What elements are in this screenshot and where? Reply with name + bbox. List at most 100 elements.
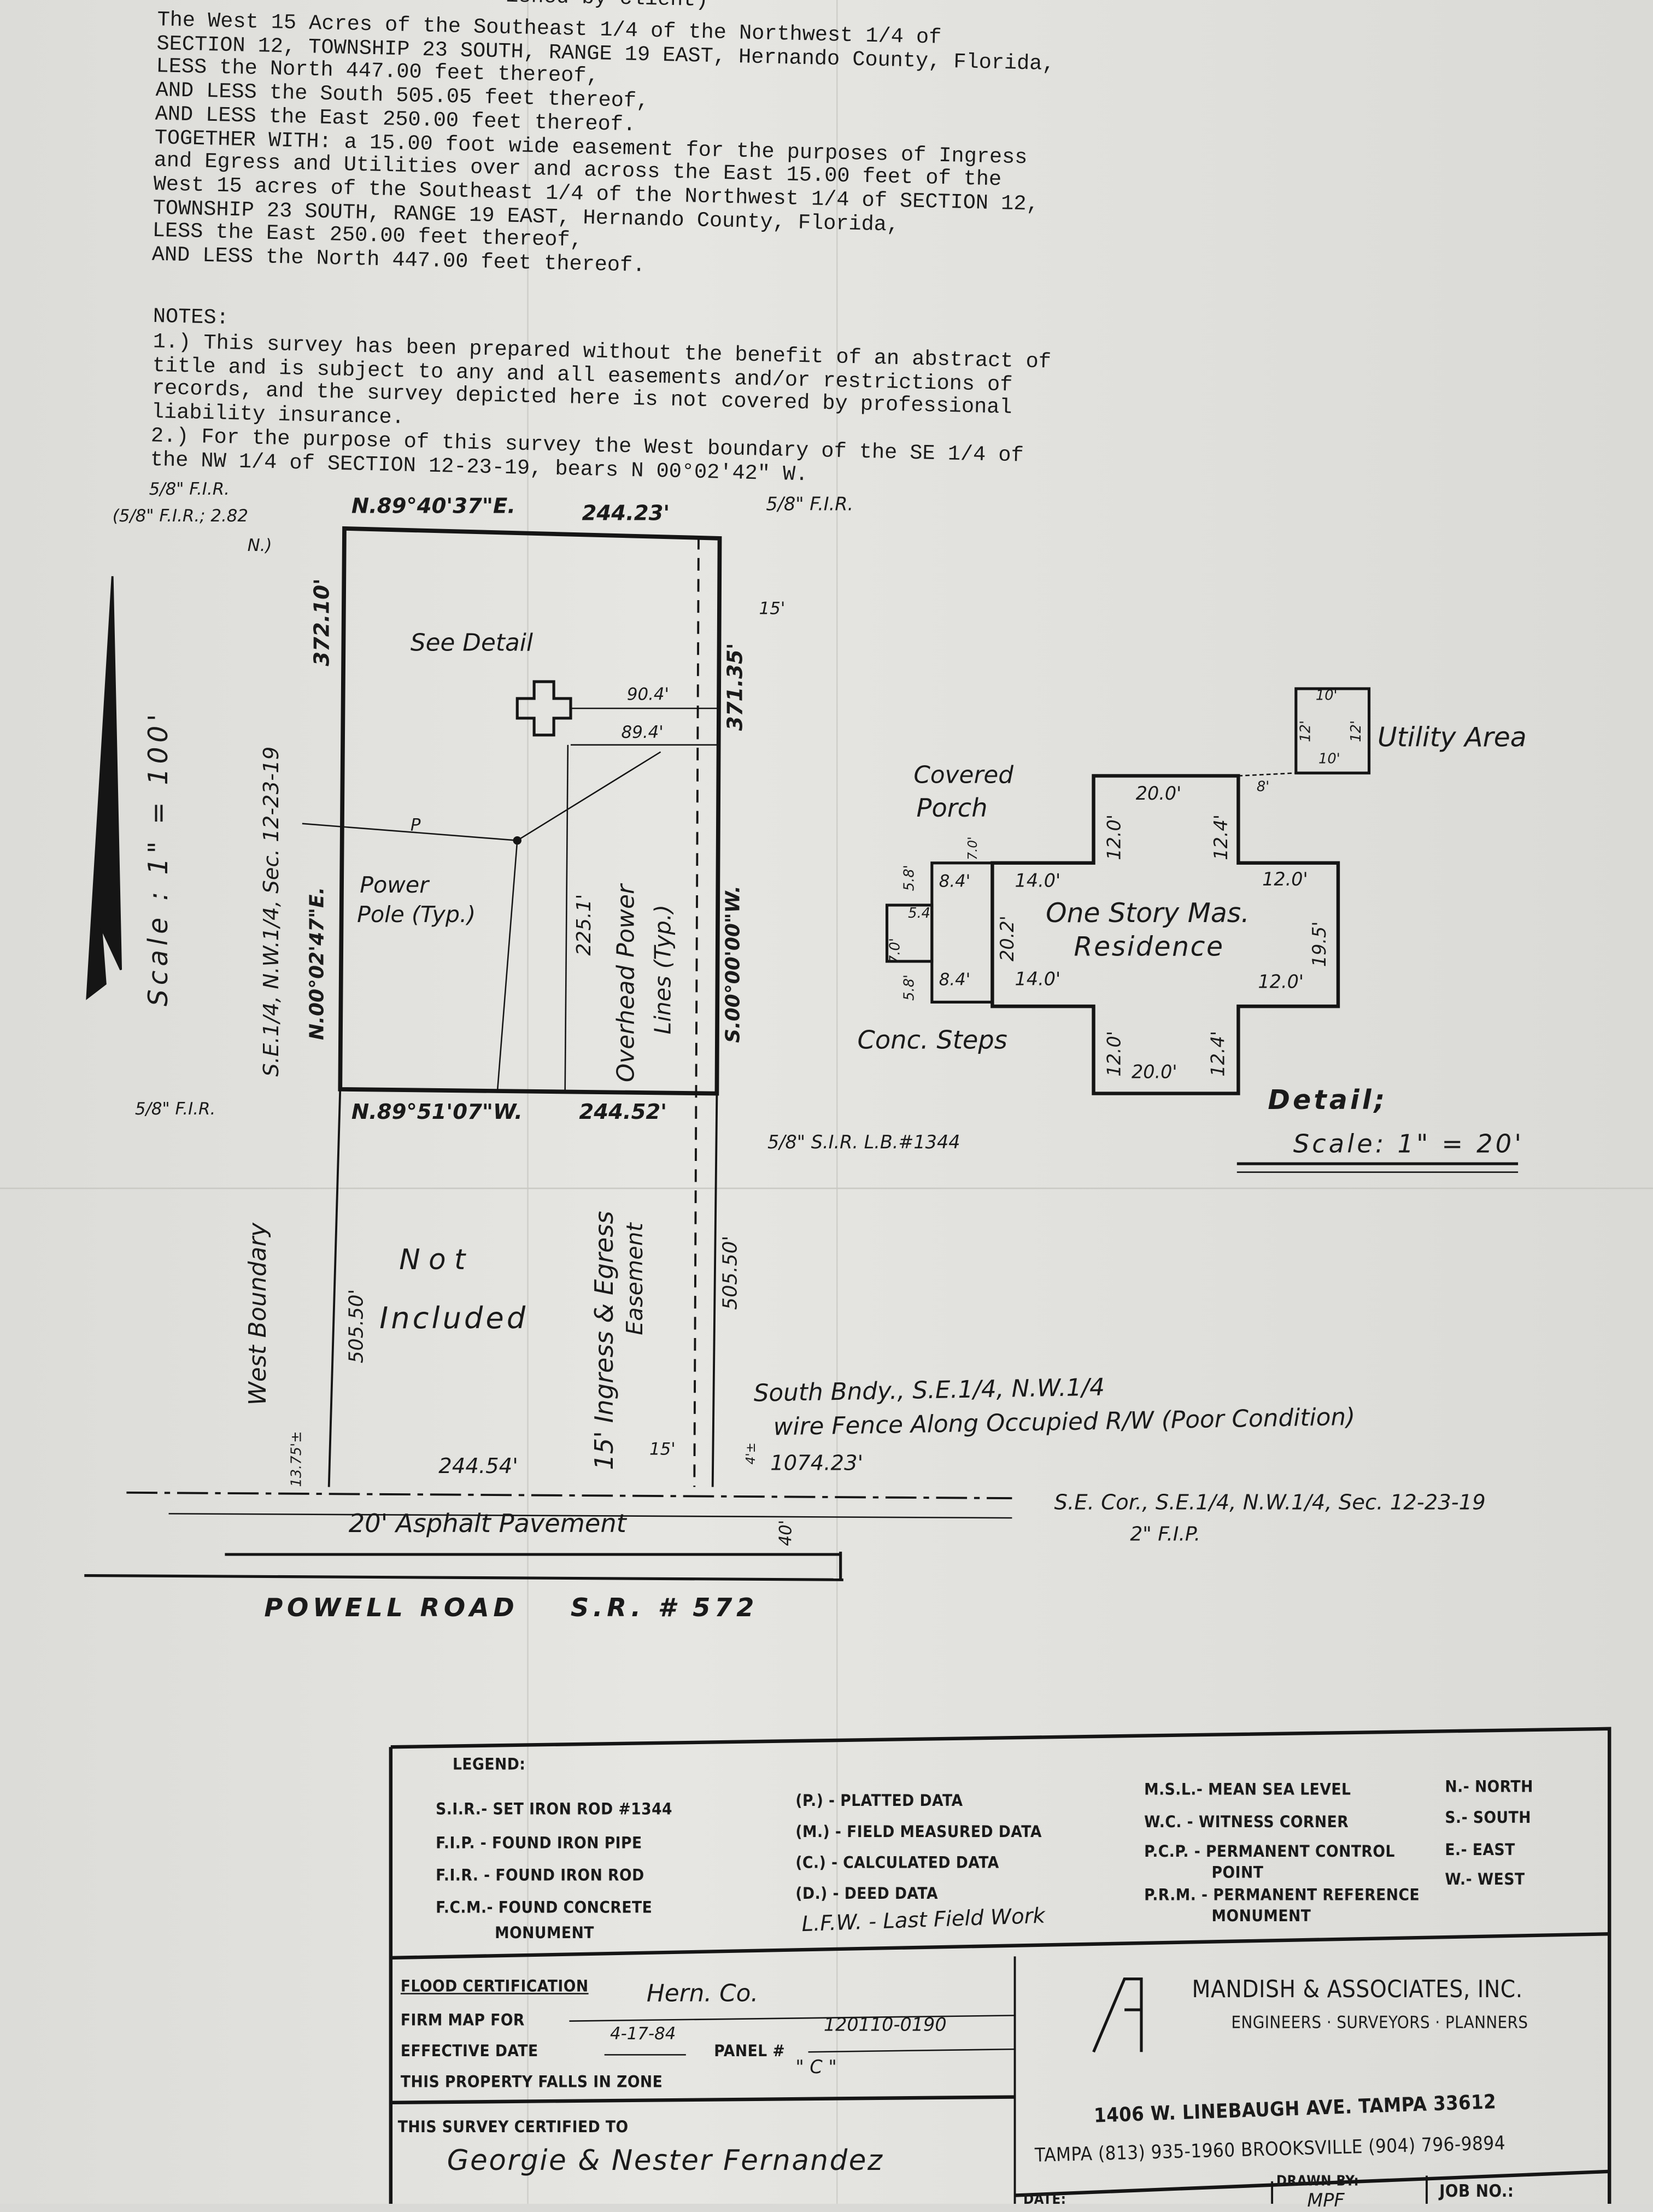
legend-item: (P.) - PLATTED DATA	[795, 1790, 963, 1810]
nw-fir-offset-2: N.)	[247, 535, 272, 555]
flood-title: FLOOD CERTIFICATION	[400, 1976, 589, 1996]
power-pole-label: Power	[360, 871, 429, 899]
nw-fir-offset: (5/8" F.I.R.; 2.82	[112, 506, 249, 526]
east-distance: 371.35'	[722, 643, 748, 731]
east-bearing: S.00°00'00"W.	[722, 885, 745, 1043]
road-centerline	[126, 1491, 1012, 1500]
se-corner-label-2: 2" F.I.P.	[1130, 1523, 1201, 1546]
firm-label: FIRM MAP FOR	[400, 2010, 525, 2030]
dim-505-50-east: 505.50'	[719, 1235, 742, 1310]
dim-bottom-left: 12.0'	[1105, 1031, 1126, 1077]
dim-top: 20.0'	[1135, 784, 1182, 806]
legend-item: M.S.L.- MEAN SEA LEVEL	[1144, 1779, 1351, 1799]
residence-label: One Story Mas.	[1046, 898, 1250, 929]
row-40-label: 40'	[776, 1519, 796, 1546]
see-detail-label: See Detail	[410, 629, 534, 658]
west-bearing: N.00°02'47"E.	[306, 887, 329, 1040]
legend-item: (C.) - CALCULATED DATA	[795, 1852, 999, 1873]
dim-util-right: 12'	[1349, 720, 1365, 742]
dim-1074-23: 1074.23'	[770, 1450, 864, 1476]
certified-label: THIS SURVEY CERTIFIED TO	[397, 2116, 629, 2137]
residence-label-2: Residence	[1074, 931, 1224, 963]
dim-225-1: 225.1'	[573, 894, 596, 956]
panel-label: PANEL #	[714, 2040, 786, 2061]
drawn-by-value: MPF	[1307, 2191, 1345, 2212]
west-distance: 372.10'	[309, 578, 335, 666]
dim-89-4: 89.4'	[621, 722, 664, 742]
legend-item: MONUMENT	[495, 1922, 594, 1943]
zone-label: THIS PROPERTY FALLS IN ZONE	[400, 2072, 663, 2092]
dim-right-top: 12.0'	[1262, 870, 1308, 891]
legend-title: LEGEND:	[452, 1754, 526, 1774]
job-no-label: JOB NO.:	[1439, 2181, 1514, 2201]
dim-13-75: 13.75'±	[289, 1431, 305, 1487]
house-symbol	[515, 680, 572, 737]
effective-date-label: EFFECTIVE DATE	[400, 2040, 538, 2061]
legend-item: F.I.P. - FOUND IRON PIPE	[436, 1833, 642, 1853]
date-label: DATE:	[1023, 2192, 1066, 2208]
legend-item: P.C.P. - PERMANENT CONTROL	[1144, 1841, 1395, 1861]
not-included-label-2: Included	[379, 1301, 529, 1335]
drawn-by-label: DRAWN BY:	[1276, 2174, 1359, 2190]
ne-fir-label: 5/8" F.I.R.	[766, 495, 854, 516]
fold-line	[836, 0, 838, 2204]
scale-label: Scale : 1" = 100'	[143, 709, 174, 1007]
zone-value: " C "	[795, 2057, 837, 2079]
dim-505-50-west: 505.50'	[345, 1289, 368, 1364]
north-arrow-icon	[86, 576, 122, 1000]
dim-porch-top: 8.4'	[939, 871, 971, 891]
dim-left-bottom: 14.0'	[1015, 970, 1061, 991]
not-included-label: Not	[399, 1242, 474, 1276]
nw-fir-label: 5/8" F.I.R.	[149, 479, 230, 499]
legend-item: (D.) - DEED DATA	[795, 1883, 939, 1903]
panel-value: 120110-0190	[823, 2015, 947, 2037]
dim-left-top: 14.0'	[1015, 871, 1061, 893]
section-label: S.E.1/4, N.W.1/4, Sec. 12-23-19	[259, 746, 284, 1077]
dim-porch-7: 7.0'	[967, 836, 981, 860]
covered-porch-label: Covered	[913, 761, 1014, 790]
fold-line	[527, 0, 529, 2204]
firm-value: Hern. Co.	[646, 1980, 759, 2009]
legend-item: W.- WEST	[1445, 1869, 1525, 1889]
dim-steps-5-8-bottom: 5.8'	[902, 974, 918, 1001]
dim-right-bottom: 12.0'	[1258, 972, 1304, 994]
easement-line	[693, 537, 700, 1487]
dim-right: 19.5'	[1310, 921, 1332, 967]
dim-util-bottom: 10'	[1318, 752, 1340, 767]
dim-90-4: 90.4'	[626, 684, 670, 705]
road-label: POWELL ROAD S.R. # 572	[264, 1593, 759, 1623]
sw-fir-label: 5/8" F.I.R.	[134, 1099, 216, 1119]
dim-util-top: 10'	[1315, 688, 1338, 705]
legend-item: F.I.R. - FOUND IRON ROD	[436, 1865, 644, 1885]
dim-15: 15'	[649, 1439, 676, 1459]
overhead-lines-label: Overhead Power	[613, 884, 641, 1082]
company-logo-icon	[1092, 1977, 1143, 2053]
dim-bottom-right: 12.4'	[1209, 1031, 1230, 1077]
company-tagline: ENGINEERS · SURVEYORS · PLANNERS	[1231, 2012, 1528, 2033]
easement-label-2: Easement	[621, 1223, 648, 1335]
certified-name: Georgie & Nester Fernandez	[447, 2143, 884, 2178]
south-bearing: N.89°51'07"W.	[351, 1099, 523, 1125]
dim-bottom: 20.0'	[1131, 1062, 1177, 1084]
dim-244-54: 244.54'	[438, 1453, 518, 1479]
dim-steps-7-0: 7.0'	[888, 938, 904, 964]
dim-porch-bottom: 8.4'	[939, 970, 971, 990]
legend-item: F.C.M.- FOUND CONCRETE	[436, 1897, 653, 1917]
dim-util-left: 12'	[1298, 720, 1315, 742]
east-offset: 15'	[759, 599, 786, 619]
dim-util-gap: 8'	[1256, 780, 1270, 796]
dim-steps-5-8-top: 5.8'	[902, 865, 918, 891]
legend-item: MONUMENT	[1211, 1905, 1311, 1926]
south-distance: 244.52'	[579, 1099, 667, 1125]
dim-steps-5-4: 5.4'	[908, 906, 935, 922]
conc-steps-label: Conc. Steps	[857, 1026, 1007, 1056]
legend-item: POINT	[1211, 1862, 1264, 1882]
dim-top-right: 12.4'	[1211, 814, 1233, 860]
detail-scale: Scale: 1" = 20'	[1293, 1130, 1525, 1160]
power-line-marker: P	[410, 815, 421, 835]
north-distance: 244.23'	[582, 500, 670, 526]
overhead-lines-label-2: Lines (Typ.)	[649, 905, 676, 1035]
legend-item: (M.) - FIELD MEASURED DATA	[795, 1821, 1042, 1841]
